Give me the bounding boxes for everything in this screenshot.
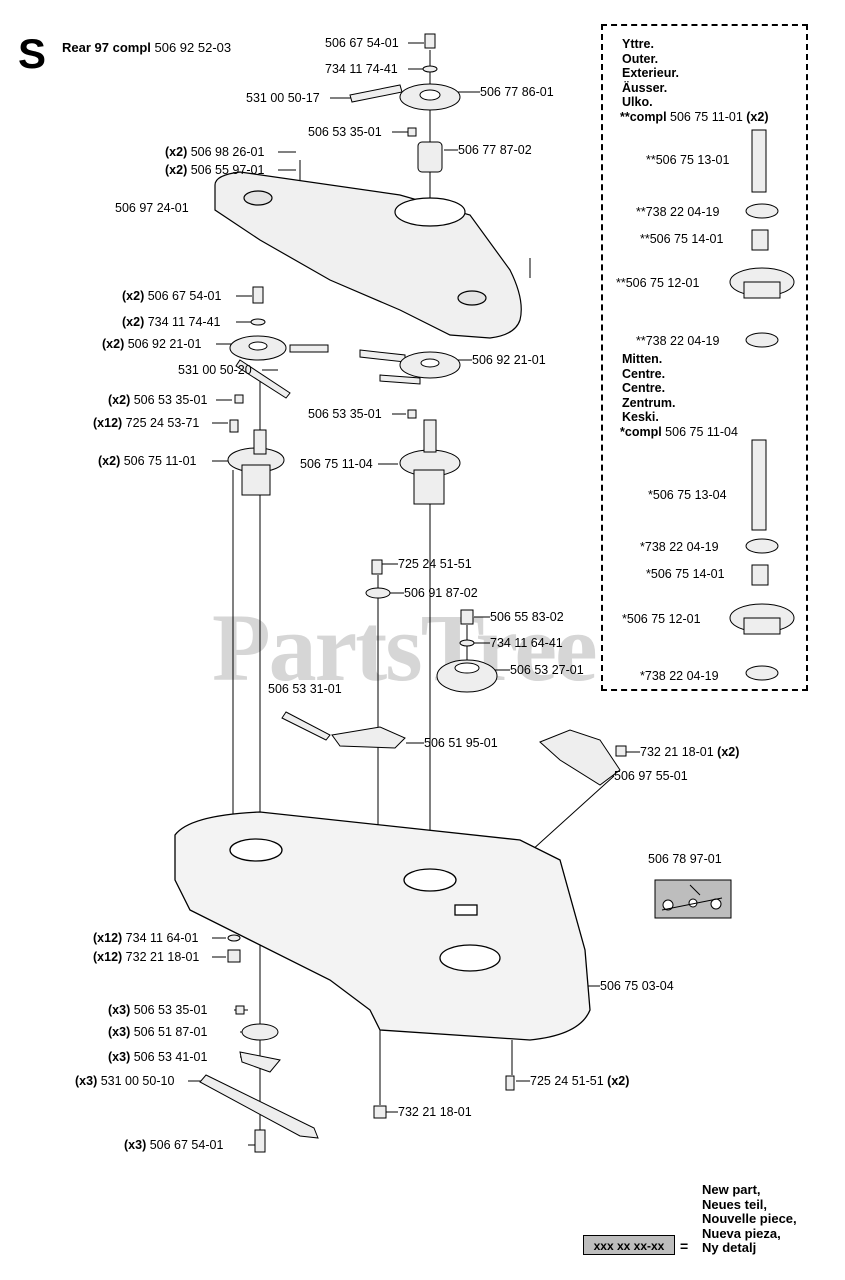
part-label: (x2) 506 55 97-01 [165,163,265,177]
part-label: (x2) 506 53 35-01 [108,393,208,407]
part-label: 506 92 21-01 [472,353,546,367]
inset-part-label: **738 22 04-19 [636,205,720,219]
part-label: (x3) 506 51 87-01 [108,1025,208,1039]
legend-equals: = [680,1238,689,1254]
outer-compl-label: **compl 506 75 11-01 (x2) [620,110,769,124]
part-label: 725 24 51-51 [398,557,472,571]
inset-part-label: *738 22 04-19 [640,540,719,554]
part-label: 506 51 95-01 [424,736,498,750]
part-label: (x3) 531 00 50-10 [75,1074,175,1088]
watermark: PartsTree [212,594,598,701]
part-label: 725 24 51-51 (x2) [530,1074,630,1088]
inset-spindle-box [601,24,808,691]
assembly-title-number: 506 92 52-03 [150,40,232,55]
new-part-legend: New part, Neues teil, Nouvelle piece, Nu… [702,1182,797,1255]
part-label: (x3) 506 53 41-01 [108,1050,208,1064]
part-label: 506 55 83-02 [490,610,564,624]
part-label: (x2) 506 75 11-01 [98,454,197,468]
inset-part-label: **506 75 13-01 [646,153,730,167]
assembly-title: Rear 97 compl 506 92 52-03 [62,40,231,55]
inset-drawing [729,129,795,681]
centre-compl-label: *compl 506 75 11-04 [620,425,738,439]
part-label: 506 67 54-01 [325,36,399,50]
part-label: (x12) 725 24 53-71 [93,416,200,430]
part-label: 506 77 86-01 [480,85,554,99]
inset-part-label: **738 22 04-19 [636,334,720,348]
part-label: (x3) 506 53 35-01 [108,1003,208,1017]
belt-routing-decal [654,879,732,919]
part-label: 506 53 35-01 [308,407,382,421]
part-label: 506 53 31-01 [268,682,342,696]
new-part-swatch: xxx xx xx-xx [583,1235,675,1255]
part-label: 506 53 27-01 [510,663,584,677]
part-label: (x2) 506 98 26-01 [165,145,265,159]
part-label: 506 97 55-01 [614,769,688,783]
inset-part-label: *506 75 14-01 [646,567,725,581]
part-label: 734 11 74-41 [325,62,398,76]
part-label: 531 00 50-20 [178,363,252,377]
part-label: 506 53 35-01 [308,125,382,139]
part-label: 506 91 87-02 [404,586,478,600]
inset-part-label: **506 75 12-01 [616,276,700,290]
part-label: 506 75 03-04 [600,979,674,993]
part-label: 734 11 64-41 [490,636,563,650]
part-label: (x12) 734 11 64-01 [93,931,199,945]
inset-part-label: **506 75 14-01 [640,232,724,246]
part-label: 506 78 97-01 [648,852,722,866]
assembly-title-bold: Rear 97 compl [62,40,151,55]
part-label: 531 00 50-17 [246,91,320,105]
part-label: 506 75 11-04 [300,457,373,471]
centre-heading: Mitten. Centre. Centre. Zentrum. Keski. [622,352,676,424]
outer-heading: Yttre. Outer. Exterieur. Äusser. Ulko. [622,37,679,109]
part-label: (x2) 506 92 21-01 [102,337,202,351]
part-label: (x12) 732 21 18-01 [93,950,200,964]
part-label: 732 21 18-01 (x2) [640,745,740,759]
part-label: 732 21 18-01 [398,1105,472,1119]
inset-part-label: *506 75 13-04 [648,488,727,502]
part-label: (x3) 506 67 54-01 [124,1138,224,1152]
inset-part-label: *506 75 12-01 [622,612,701,626]
part-label: (x2) 734 11 74-41 [122,315,221,329]
part-label: 506 97 24-01 [115,201,189,215]
part-label: 506 77 87-02 [458,143,532,157]
inset-part-label: *738 22 04-19 [640,669,719,683]
part-label: (x2) 506 67 54-01 [122,289,222,303]
section-letter: S [18,30,47,77]
